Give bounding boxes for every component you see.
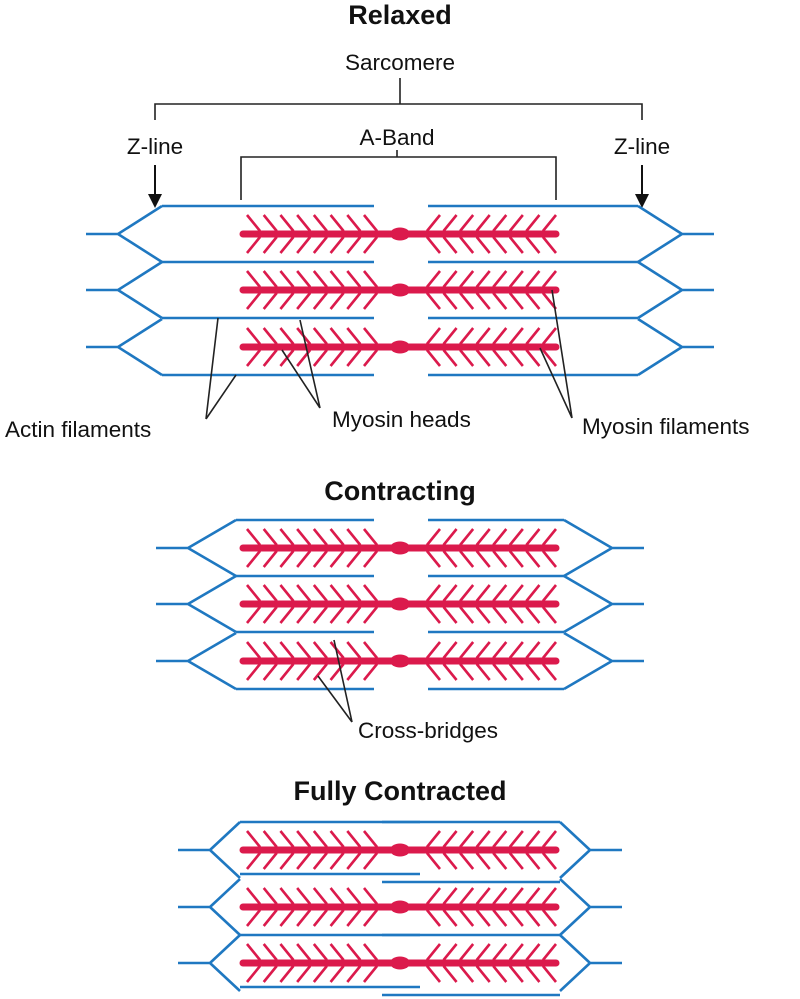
filaments-contracting bbox=[156, 518, 644, 691]
m-line-node bbox=[390, 541, 410, 555]
m-line-node bbox=[390, 654, 410, 668]
myosin-heads bbox=[245, 943, 558, 983]
z-line bbox=[156, 518, 644, 691]
myosin-filaments-leaders bbox=[539, 289, 573, 419]
myosin-heads bbox=[245, 830, 558, 870]
m-line-node bbox=[390, 900, 410, 914]
cross-bridges-leaders bbox=[317, 639, 353, 723]
myosin-heads bbox=[245, 887, 558, 927]
panel-relaxed: Relaxed Sarcomere Z-line Z-line A-Band A… bbox=[5, 0, 750, 442]
myosin-heads bbox=[245, 214, 558, 254]
label-myosin-heads: Myosin heads bbox=[332, 407, 471, 432]
myosin-heads-leaders bbox=[281, 319, 321, 409]
m-line-node bbox=[390, 843, 410, 857]
myosin-heads bbox=[245, 641, 558, 681]
myosin-heads bbox=[245, 270, 558, 310]
z-line-right-arrowhead bbox=[635, 194, 649, 208]
label-a-band: A-Band bbox=[359, 125, 434, 150]
label-z-line-left: Z-line bbox=[127, 134, 183, 159]
label-sarcomere: Sarcomere bbox=[345, 50, 455, 75]
title-relaxed: Relaxed bbox=[348, 0, 452, 30]
z-line-left-arrowhead bbox=[148, 194, 162, 208]
z-line bbox=[178, 821, 622, 992]
m-line-node bbox=[390, 227, 410, 241]
sarcomere-bracket bbox=[154, 78, 643, 120]
panel-contracting: Contracting Cross-bridges bbox=[156, 476, 644, 743]
title-contracting: Contracting bbox=[324, 476, 476, 506]
panel-fully-contracted: Fully Contracted bbox=[178, 776, 622, 997]
label-cross-bridges: Cross-bridges bbox=[358, 718, 498, 743]
m-line-node bbox=[390, 956, 410, 970]
m-line-node bbox=[390, 597, 410, 611]
actin-filaments-leaders bbox=[205, 317, 237, 420]
myosin-heads bbox=[245, 327, 558, 367]
m-line-node bbox=[390, 283, 410, 297]
label-myosin-filaments: Myosin filaments bbox=[582, 414, 750, 439]
filaments-fully-contracted bbox=[178, 820, 622, 997]
title-fully-contracted: Fully Contracted bbox=[293, 776, 506, 806]
filaments-relaxed bbox=[86, 204, 714, 377]
myosin-heads bbox=[245, 528, 558, 568]
z-line bbox=[86, 204, 714, 377]
m-line-node bbox=[390, 340, 410, 354]
a-band-bracket bbox=[240, 150, 557, 200]
label-z-line-right: Z-line bbox=[614, 134, 670, 159]
myosin-heads bbox=[245, 584, 558, 624]
label-actin-filaments: Actin filaments bbox=[5, 417, 151, 442]
